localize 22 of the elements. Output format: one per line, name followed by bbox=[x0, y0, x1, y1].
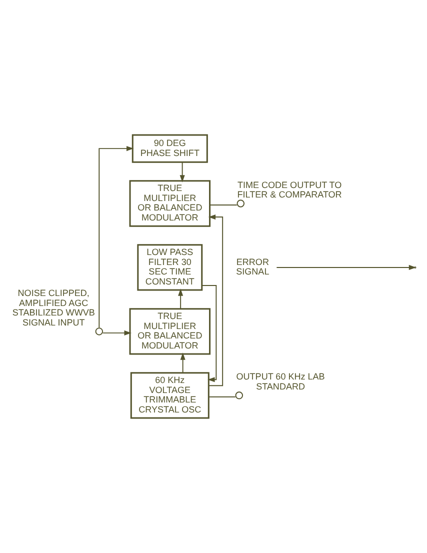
connector bbox=[209, 204, 238, 206]
node-text: ERROR SIGNAL bbox=[236, 256, 270, 277]
connector bbox=[208, 396, 236, 398]
node-box: 90 DEG PHASE SHIFT bbox=[132, 134, 208, 163]
arrow bbox=[276, 264, 416, 270]
arrow bbox=[98, 146, 134, 328]
node-label: OUTPUT 60 KHz LAB STANDARD bbox=[236, 372, 325, 392]
arrow bbox=[208, 214, 224, 386]
node-circle bbox=[235, 392, 244, 400]
node-label: TIME CODE OUTPUT TO FILTER & COMPARATOR bbox=[237, 180, 342, 200]
node-circle bbox=[236, 200, 245, 208]
node-box: TRUE MULTIPLIER OR BALANCED MODULATOR bbox=[129, 308, 211, 355]
arrow bbox=[202, 285, 217, 382]
arrow bbox=[102, 330, 132, 336]
node-box: TRUE MULTIPLIER OR BALANCED MODULATOR bbox=[129, 180, 211, 227]
arrow bbox=[180, 352, 186, 374]
arrow bbox=[180, 162, 185, 182]
node-circle bbox=[95, 328, 104, 336]
node-box: 60 KHz VOLTAGE TRIMMABLE CRYSTAL OSC bbox=[130, 372, 210, 419]
node-box: LOW PASS FILTER 30 SEC TIME CONSTANT bbox=[137, 244, 203, 291]
arrow bbox=[178, 288, 184, 310]
node-label: NOISE CLIPPED, AMPLIFIED AGC STABILIZED WWVB SIGNAL INPUT bbox=[12, 288, 95, 328]
